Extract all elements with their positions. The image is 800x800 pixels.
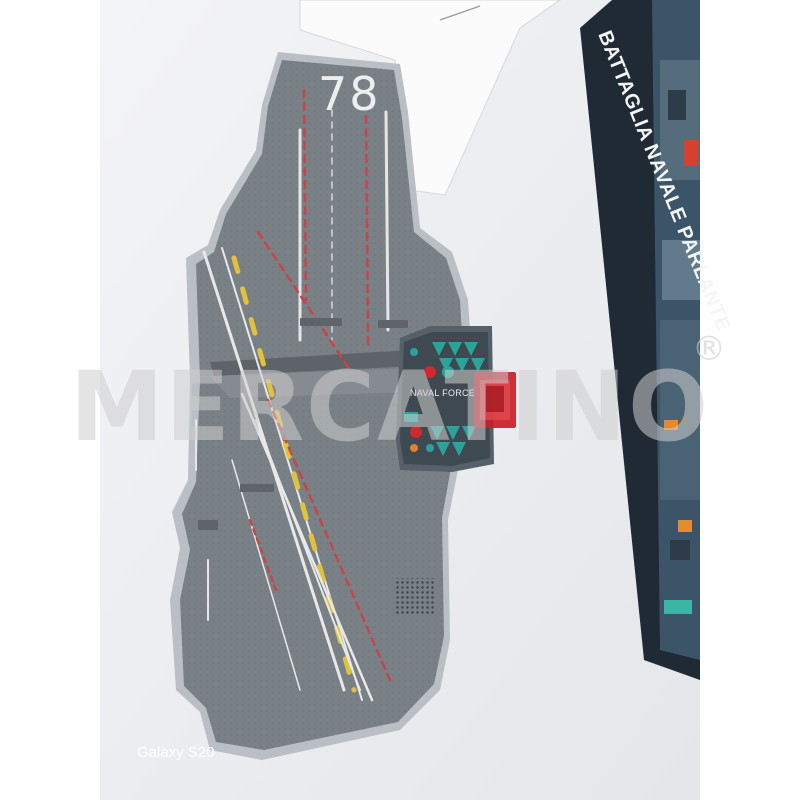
red-fire-button[interactable] (424, 366, 436, 378)
keypad-bottom[interactable] (430, 426, 476, 456)
teal-select-button[interactable] (442, 366, 454, 378)
teal-slider-button[interactable] (404, 412, 418, 422)
camera-label: Galaxy S20 (137, 744, 215, 761)
keypad-top[interactable] (432, 342, 485, 372)
watermark-registered-symbol: ® (692, 329, 726, 369)
red-bottom-button[interactable] (410, 426, 422, 438)
red-marker-piece[interactable] (474, 372, 516, 428)
orange-indicator (410, 444, 418, 452)
game-box: BATTAGLIA NAVALE PARLANTE (580, 0, 734, 680)
control-panel: NAVAL FORCE (396, 326, 516, 472)
watermark: MERCATINO ® (70, 329, 726, 463)
teal-indicator (426, 444, 434, 452)
deck-lines (195, 88, 392, 702)
instruction-paper (299, 0, 561, 196)
watermark-text: MERCATINO (70, 351, 710, 463)
carrier-deck: 78 (170, 52, 488, 760)
small-teal-button[interactable] (410, 348, 418, 356)
panel-label: NAVAL FORCE (410, 388, 475, 398)
hull-number: 78 (318, 67, 381, 121)
